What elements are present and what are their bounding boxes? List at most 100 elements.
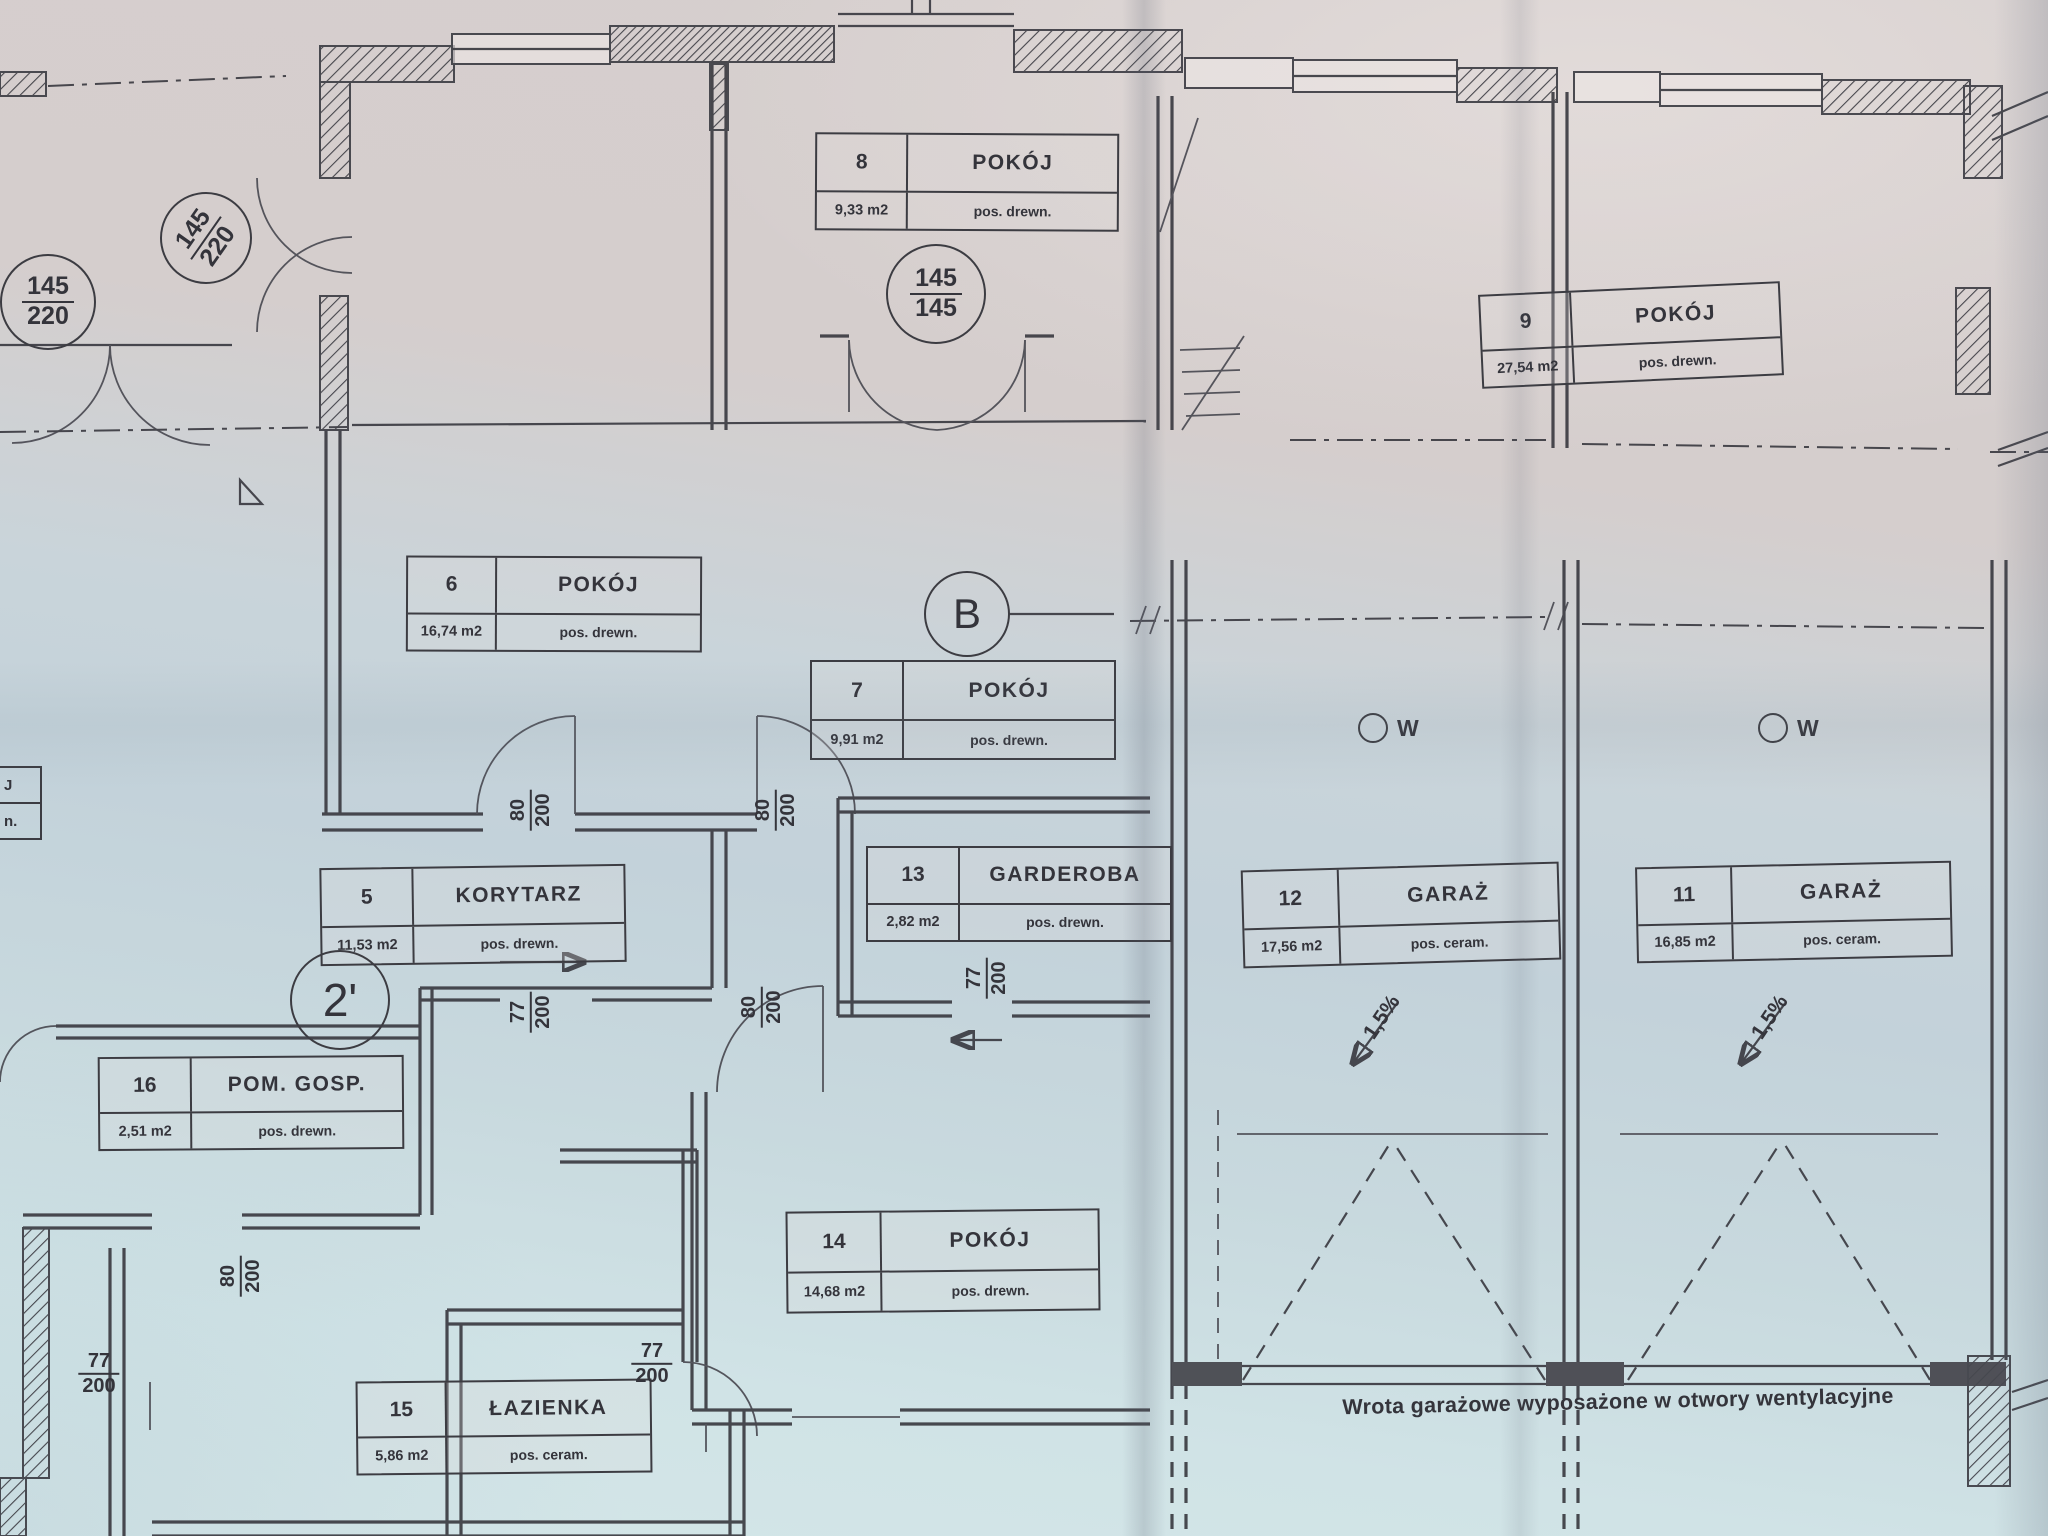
vent-marker: W bbox=[1758, 713, 1819, 743]
room-area: 16,74 m2 bbox=[407, 614, 497, 650]
dim-num: 77 bbox=[962, 966, 985, 990]
room-floor: pos. drewn. bbox=[1638, 350, 1717, 371]
room-floor: pos. drewn. bbox=[973, 202, 1052, 220]
room-id: 11 bbox=[1637, 867, 1734, 924]
top-outer-wall bbox=[0, 0, 2048, 179]
dim-den: 200 bbox=[763, 990, 786, 1024]
dim-den: 200 bbox=[777, 793, 800, 827]
room-name: KORYTARZ bbox=[455, 882, 583, 908]
corridor-walls bbox=[238, 430, 1150, 1410]
room-id: 13 bbox=[868, 848, 960, 903]
room-name: GARAŻ bbox=[1406, 881, 1490, 907]
dim-den: 145 bbox=[915, 294, 957, 323]
room-id: 5 bbox=[321, 868, 415, 927]
room-area: 14,68 m2 bbox=[788, 1272, 883, 1312]
fragment-top: J bbox=[0, 768, 40, 804]
dim-den: 220 bbox=[27, 302, 69, 331]
room-name: POKÓJ bbox=[1634, 300, 1717, 328]
room-id: 16 bbox=[99, 1058, 193, 1113]
dim-num: 77 bbox=[506, 1000, 529, 1024]
reference-lines bbox=[0, 419, 2048, 635]
vent-circle-icon bbox=[1358, 713, 1388, 743]
dim-num: 80 bbox=[737, 995, 760, 1019]
room-table-11: 11 GARAŻ 16,85 m2 pos. ceram. bbox=[1635, 860, 1953, 964]
room-table-12: 12 GARAŻ 17,56 m2 pos. ceram. bbox=[1240, 861, 1562, 969]
room-id: 9 bbox=[1480, 292, 1574, 351]
interior-walls-upper bbox=[709, 62, 2048, 468]
fragment-bottom: n. bbox=[4, 812, 18, 830]
dim-num: 80 bbox=[506, 798, 529, 822]
edge-table-fragment: J n. bbox=[0, 766, 42, 840]
dim-den: 200 bbox=[635, 1365, 669, 1388]
section-marker-b: B bbox=[924, 571, 1010, 657]
room-id: 7 bbox=[812, 662, 904, 720]
dim-num: 77 bbox=[640, 1339, 664, 1362]
room-name: POKÓJ bbox=[949, 1228, 1031, 1253]
vent-marker: W bbox=[1358, 713, 1419, 743]
room-floor: pos. ceram. bbox=[509, 1445, 588, 1463]
room-id: 15 bbox=[357, 1382, 448, 1438]
room-table-13: 13 GARDEROBA 2,82 m2 pos. drewn. bbox=[866, 846, 1172, 942]
dim-den: 200 bbox=[988, 961, 1011, 995]
room-floor: pos. drewn. bbox=[970, 731, 1048, 748]
dim-num: 80 bbox=[751, 798, 774, 822]
dim-num: 80 bbox=[216, 1264, 239, 1288]
dim-num: 145 bbox=[27, 272, 69, 301]
room-area: 2,51 m2 bbox=[100, 1113, 193, 1150]
garage-walls bbox=[1170, 560, 2048, 1536]
room-area: 9,33 m2 bbox=[816, 192, 909, 229]
room-area: 9,91 m2 bbox=[812, 721, 904, 758]
room-name: POKÓJ bbox=[968, 678, 1050, 702]
room-floor: pos. ceram. bbox=[1410, 933, 1489, 952]
dim-num: 145 bbox=[915, 264, 957, 293]
room-table-9: 9 POKÓJ 27,54 m2 pos. drewn. bbox=[1478, 281, 1784, 389]
dim-den: 200 bbox=[82, 1375, 116, 1398]
room-floor: pos. ceram. bbox=[1803, 930, 1882, 949]
room-id: 12 bbox=[1242, 869, 1340, 929]
room-floor: pos. drewn. bbox=[480, 934, 559, 952]
room-table-7: 7 POKÓJ 9,91 m2 pos. drewn. bbox=[810, 660, 1116, 760]
dim-den: 200 bbox=[532, 793, 555, 827]
left-outer-wall bbox=[0, 81, 353, 446]
vent-label: W bbox=[1797, 714, 1819, 741]
room-table-8: 8 POKÓJ 9,33 m2 pos. drewn. bbox=[814, 132, 1120, 232]
room-table-6: 6 POKÓJ 16,74 m2 pos. drewn. bbox=[405, 555, 703, 653]
room-area: 16,85 m2 bbox=[1638, 923, 1734, 962]
room-name: POM. GOSP. bbox=[227, 1071, 367, 1096]
dim-num: 77 bbox=[87, 1349, 111, 1372]
room-floor: pos. drewn. bbox=[1026, 914, 1104, 931]
room-name: GARDEROBA bbox=[989, 863, 1141, 887]
room-area: 2,82 m2 bbox=[868, 904, 960, 940]
room-table-16: 16 POM. GOSP. 2,51 m2 pos. drewn. bbox=[97, 1054, 405, 1152]
room-name: POKÓJ bbox=[972, 150, 1054, 175]
room-id: 8 bbox=[816, 134, 909, 191]
vent-label: W bbox=[1397, 714, 1419, 741]
room-floor: pos. drewn. bbox=[258, 1122, 337, 1139]
section-letter: B bbox=[952, 590, 981, 637]
room-floor: pos. drewn. bbox=[559, 624, 638, 641]
room-name: POKÓJ bbox=[558, 573, 640, 597]
room-id: 14 bbox=[787, 1212, 883, 1272]
room-table-15: 15 ŁAZIENKA 5,86 m2 pos. ceram. bbox=[355, 1378, 653, 1476]
room-name: ŁAZIENKA bbox=[489, 1395, 608, 1420]
axis-marker-2: 2' bbox=[290, 950, 390, 1050]
bottom-left-walls bbox=[0, 1024, 1150, 1536]
room-id: 6 bbox=[407, 557, 498, 613]
room-area: 27,54 m2 bbox=[1482, 348, 1575, 387]
room-area: 5,86 m2 bbox=[358, 1438, 448, 1474]
room-area: 17,56 m2 bbox=[1244, 927, 1341, 967]
room-name: GARAŻ bbox=[1799, 879, 1883, 905]
double-door-center bbox=[820, 334, 1054, 431]
